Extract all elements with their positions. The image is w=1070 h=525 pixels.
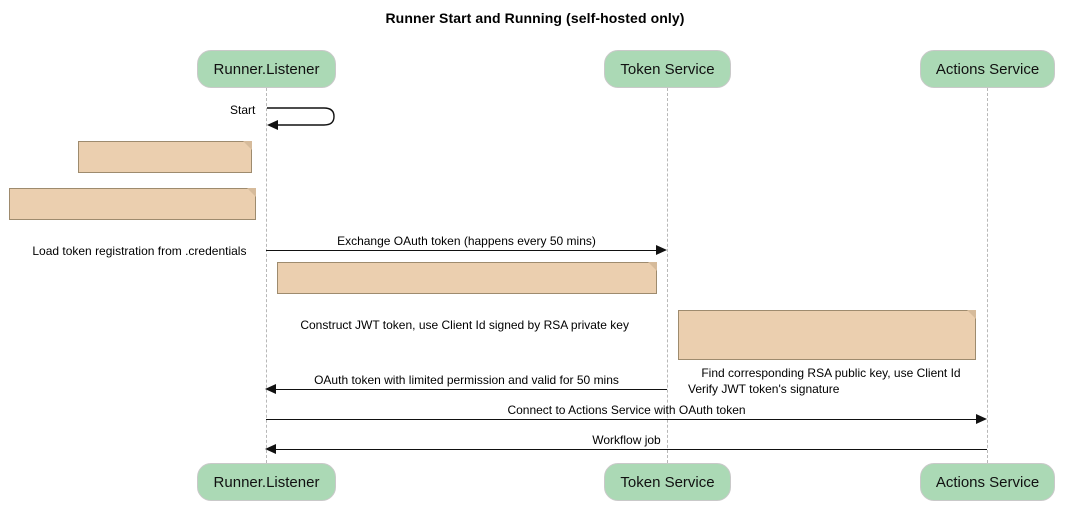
note-text: Load token registration from .credential… [32,244,247,258]
participant-label: Token Service [620,473,715,491]
note-construct-jwt: Construct JWT token, use Client Id signe… [277,262,657,332]
note-fold-icon [243,141,252,150]
note-load-token-registration: Load token registration from .credential… [9,188,256,258]
note-load-config: Load config info from .runner [78,141,255,211]
participant-token-bottom[interactable]: Token Service [604,463,731,501]
note-fold-icon [648,262,657,271]
message-line-exchange-oauth-token[interactable] [266,250,662,251]
message-arrowhead-connect-to-actions-service [976,414,987,424]
note-text: Construct JWT token, use Client Id signe… [300,318,629,332]
message-label-workflow-job: Workflow job [592,433,661,447]
note-verify-jwt: Find corresponding RSA public key, use C… [678,310,976,396]
lifeline-actions [987,88,988,463]
note-fold-icon [247,188,256,197]
message-line-oauth-token-response[interactable] [276,389,667,390]
message-arrow-start[interactable] [262,103,342,131]
participant-runner-top[interactable]: Runner.Listener [197,50,336,88]
message-label-exchange-oauth-token: Exchange OAuth token (happens every 50 m… [337,234,596,248]
participant-actions-top[interactable]: Actions Service [920,50,1055,88]
participant-label: Actions Service [935,473,1040,491]
participant-runner-bottom[interactable]: Runner.Listener [197,463,336,501]
message-label-connect-to-actions-service: Connect to Actions Service with OAuth to… [507,403,746,417]
message-line-connect-to-actions-service[interactable] [266,419,982,420]
page-title: Runner Start and Running (self-hosted on… [385,10,685,26]
participant-label: Token Service [620,60,715,78]
participant-label: Runner.Listener [213,473,320,491]
message-arrowhead-oauth-token-response [265,384,276,394]
message-label-oauth-token-response: OAuth token with limited permission and … [314,373,619,387]
participant-label: Actions Service [935,60,1040,78]
message-arrowhead-exchange-oauth-token [656,245,667,255]
message-line-workflow-job[interactable] [276,449,987,450]
lifeline-runner [266,88,267,463]
note-text: Find corresponding RSA public key, use C… [688,366,961,396]
participant-actions-bottom[interactable]: Actions Service [920,463,1055,501]
lifeline-token [667,88,668,463]
message-arrowhead-workflow-job [265,444,276,454]
note-fold-icon [967,310,976,319]
message-label-start: Start [230,103,256,117]
participant-label: Runner.Listener [213,60,320,78]
participant-token-top[interactable]: Token Service [604,50,731,88]
